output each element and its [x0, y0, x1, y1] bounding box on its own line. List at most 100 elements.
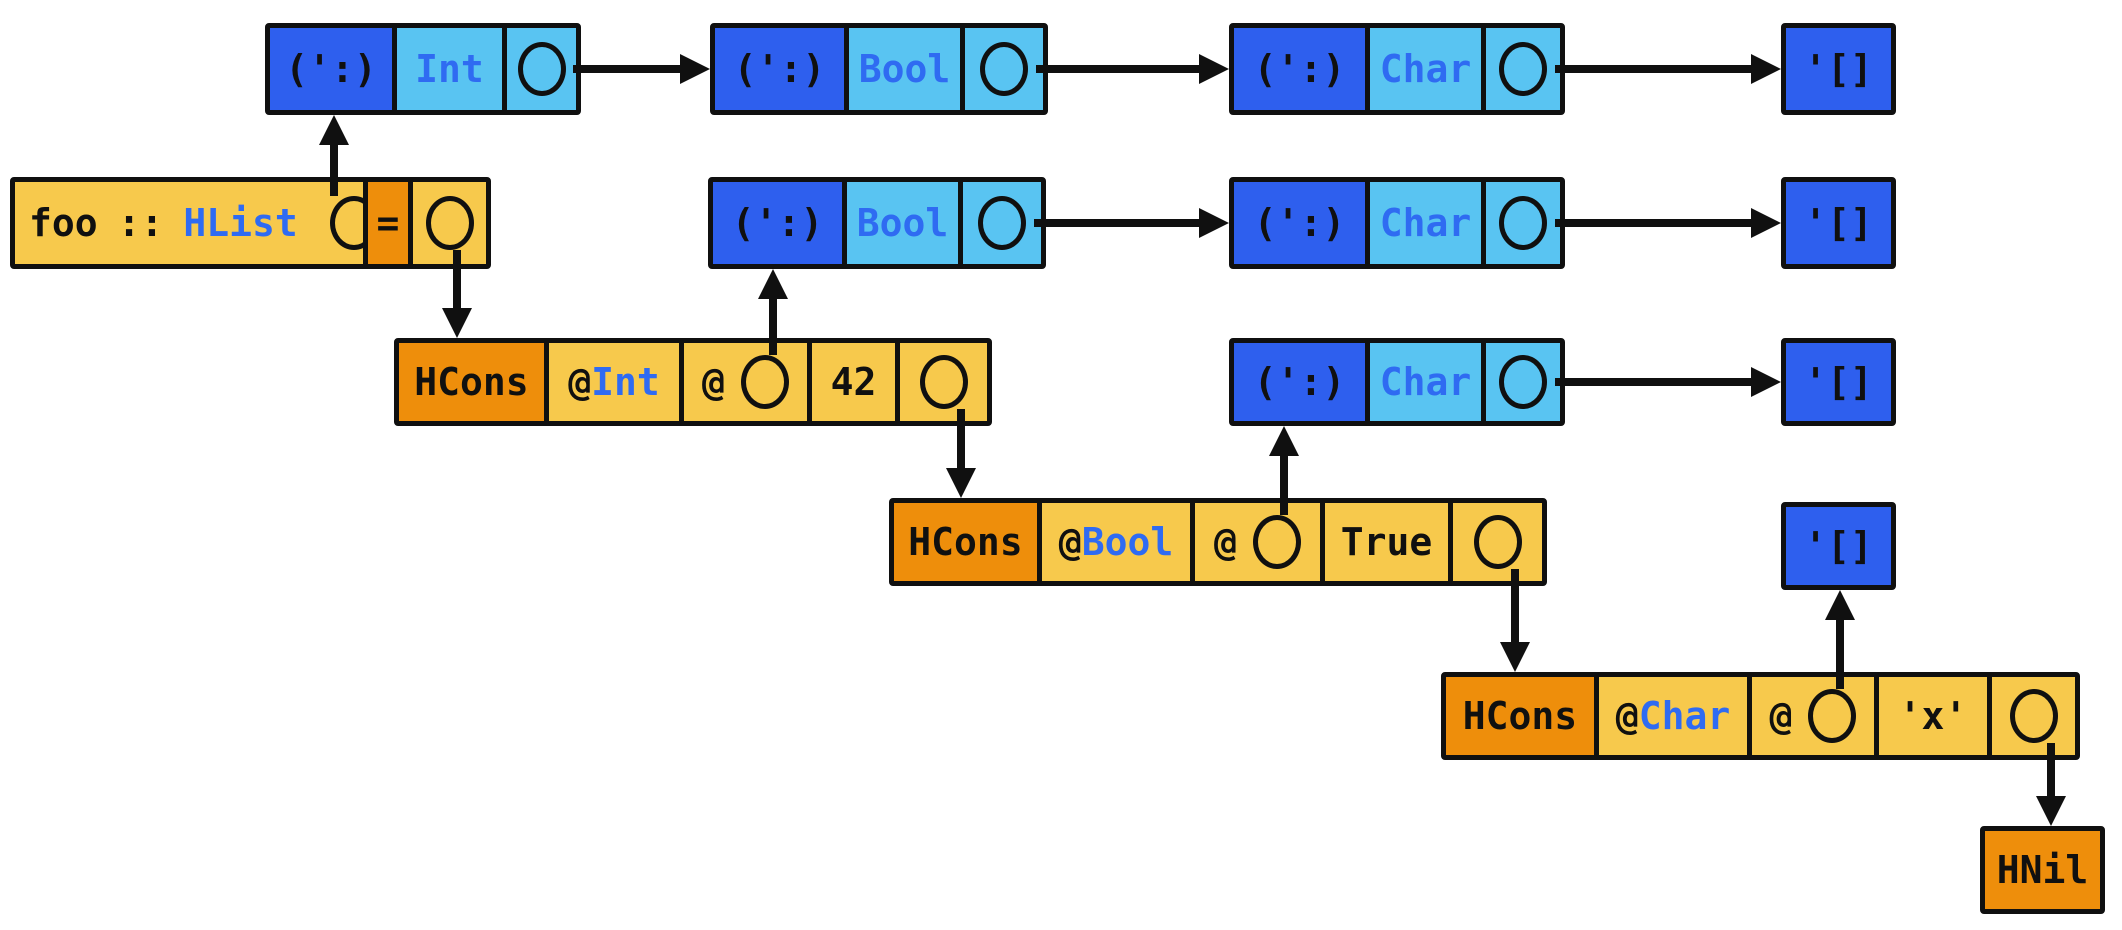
arrow-hcons-int-tail-to-bool	[946, 409, 976, 498]
hcons-ctor-cell: HCons	[894, 503, 1037, 581]
hnil-label: HNil	[1996, 848, 2089, 892]
tail-pointer-circle	[919, 355, 968, 409]
type-cons-box-char-tail: (':) Char	[1229, 177, 1565, 269]
type-application-cell: @Char	[1594, 677, 1747, 755]
type-cons-box-char-tail2: (':) Char	[1229, 338, 1565, 426]
hcons-ctor-cell: HCons	[399, 343, 544, 421]
hlist-type-label: HList	[183, 201, 298, 245]
value-cell: True	[1320, 503, 1448, 581]
pointer-cell	[1987, 677, 2075, 755]
hcons-box-bool: HCons @Bool @ True	[889, 498, 1547, 586]
type-cons-box-bool-tail: (':) Bool	[708, 177, 1046, 269]
value-label: True	[1340, 520, 1433, 564]
type-nil-box: '[]	[1781, 23, 1896, 115]
type-nil-box: '[]	[1781, 502, 1896, 590]
type-cons-box-char: (':) Char	[1229, 23, 1565, 115]
value-application-cell: @	[1747, 677, 1874, 755]
pointer-cell	[960, 28, 1043, 110]
value-application-cell: @	[1190, 503, 1320, 581]
nil-label: '[]	[1804, 47, 1873, 91]
type-name-cell: Char	[1365, 343, 1481, 421]
equals-cell: =	[363, 182, 408, 264]
pointer-cell	[408, 182, 486, 264]
head-pointer-circle	[1808, 689, 1857, 743]
arrow-typelist-char-to-nil	[1555, 54, 1781, 84]
cons-tag-label: (':)	[733, 47, 826, 91]
head-pointer-circle	[1252, 515, 1301, 569]
type-name-cell: Bool	[842, 182, 958, 264]
value-application-cell: @	[679, 343, 807, 421]
binding-decl-cell: foo :: HList	[15, 182, 378, 264]
pointer-cell	[502, 28, 576, 110]
hcons-box-int: HCons @Int @ 42	[394, 338, 992, 426]
pointer-cell	[958, 182, 1041, 264]
pointer-circle	[980, 42, 1028, 96]
type-application-cell: @Bool	[1037, 503, 1190, 581]
type-name-label: Char	[1379, 201, 1472, 245]
pointer-cell	[1481, 343, 1560, 421]
cons-tag-cell: (':)	[1234, 28, 1365, 110]
hnil-box: HNil	[1980, 826, 2105, 914]
cons-tag-label: (':)	[731, 201, 824, 245]
arrow-tail-bool-to-char	[1034, 208, 1229, 238]
type-name-label: Char	[1379, 47, 1472, 91]
hnil-cell: HNil	[1985, 831, 2100, 909]
at-sign: @	[568, 360, 592, 404]
pointer-circle	[1499, 355, 1547, 409]
pointer-cell	[1448, 503, 1542, 581]
cons-tag-label: (':)	[1253, 360, 1346, 404]
type-name-label: Bool	[858, 47, 951, 91]
nil-cell: '[]	[1786, 343, 1891, 421]
arrow-tail2-char-to-nil	[1555, 367, 1781, 397]
equals-label: =	[376, 201, 400, 245]
arrow-hcons-char-type-app	[1825, 590, 1855, 689]
hcons-ctor-label: HCons	[1462, 694, 1578, 738]
at-sign: @	[1058, 520, 1082, 564]
at-sign: @	[1769, 694, 1793, 738]
type-nil-box: '[]	[1781, 338, 1896, 426]
pointer-cell	[1481, 182, 1560, 264]
cons-tag-cell: (':)	[270, 28, 392, 110]
at-sign: @	[1615, 694, 1639, 738]
nil-cell: '[]	[1786, 28, 1891, 110]
type-name-label: Int	[415, 47, 484, 91]
at-sign: @	[1214, 520, 1237, 564]
nil-label: '[]	[1804, 360, 1873, 404]
arrow-hcons-char-tail-to-hnil	[2036, 743, 2066, 826]
cons-tag-label: (':)	[285, 47, 377, 91]
arrow-hcons-int-type-app	[758, 269, 788, 355]
type-name-label: Bool	[856, 201, 949, 245]
pointer-cell	[1481, 28, 1560, 110]
arrow-hcons-bool-tail-to-char	[1500, 569, 1530, 672]
hcons-box-char: HCons @Char @ 'x'	[1441, 672, 2080, 760]
type-name-cell: Bool	[844, 28, 960, 110]
cons-tag-label: (':)	[1253, 201, 1346, 245]
head-pointer-circle	[740, 355, 789, 409]
cons-tag-cell: (':)	[713, 182, 842, 264]
arrow-tail-char-to-nil	[1555, 208, 1781, 238]
tail-pointer-circle	[2009, 689, 2058, 743]
type-nil-box: '[]	[1781, 177, 1896, 269]
type-cons-box-int: (':) Int	[265, 23, 581, 115]
type-name-cell: Char	[1365, 28, 1481, 110]
double-colon: ::	[117, 201, 164, 245]
type-name-cell: Int	[392, 28, 502, 110]
at-sign: @	[702, 360, 725, 404]
hcons-ctor-label: HCons	[908, 520, 1023, 564]
arrow-foo-value-to-hcons-int	[442, 250, 472, 338]
tail-pointer-circle	[1473, 515, 1522, 569]
pointer-circle	[1499, 196, 1547, 250]
arrow-hcons-bool-type-app	[1269, 426, 1299, 515]
nil-cell: '[]	[1786, 182, 1891, 264]
cons-tag-cell: (':)	[1234, 182, 1365, 264]
pointer-circle	[517, 42, 566, 96]
arrow-foo-type-to-typelist	[319, 115, 349, 196]
pointer-cell	[895, 343, 987, 421]
nil-label: '[]	[1804, 524, 1873, 568]
cons-tag-cell: (':)	[715, 28, 844, 110]
value-pointer-circle	[425, 196, 474, 250]
hcons-ctor-cell: HCons	[1446, 677, 1594, 755]
type-name-label: Int	[591, 360, 660, 404]
type-name-cell: Char	[1365, 182, 1481, 264]
